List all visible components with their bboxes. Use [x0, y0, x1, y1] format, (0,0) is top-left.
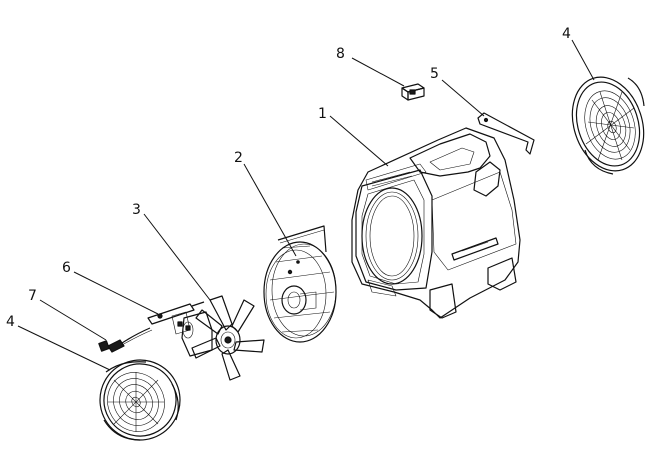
- callout-7: 7: [28, 288, 107, 341]
- callout-2-label: 2: [234, 150, 243, 166]
- blower-wheel: [263, 225, 337, 343]
- power-cord: [98, 327, 153, 353]
- bracket-plate: [477, 112, 535, 155]
- callout-8-label: 8: [336, 46, 345, 62]
- callout-4-right: 4: [562, 26, 595, 81]
- callout-2: 2: [234, 150, 297, 257]
- callout-6-label: 6: [62, 260, 71, 276]
- switch-block: [401, 83, 425, 101]
- callout-1: 1: [318, 106, 389, 167]
- callout-6: 6: [62, 260, 159, 315]
- callout-5: 5: [430, 66, 485, 117]
- callout-4-left: 4: [6, 314, 111, 371]
- callout-3: 3: [132, 202, 211, 301]
- fan-housing: [351, 127, 521, 319]
- callout-4-left-label: 4: [6, 314, 15, 330]
- motor-fan-assembly: [171, 295, 265, 381]
- motor-mount-bar: [147, 301, 205, 325]
- left-grille-guard: [99, 359, 181, 441]
- callout-1-label: 1: [318, 106, 327, 122]
- callout-4-right-label: 4: [562, 26, 571, 42]
- callout-8: 8: [336, 46, 405, 87]
- right-grille-guard: [571, 76, 645, 175]
- callout-7-label: 7: [28, 288, 37, 304]
- callout-3-label: 3: [132, 202, 141, 218]
- callout-5-label: 5: [430, 66, 439, 82]
